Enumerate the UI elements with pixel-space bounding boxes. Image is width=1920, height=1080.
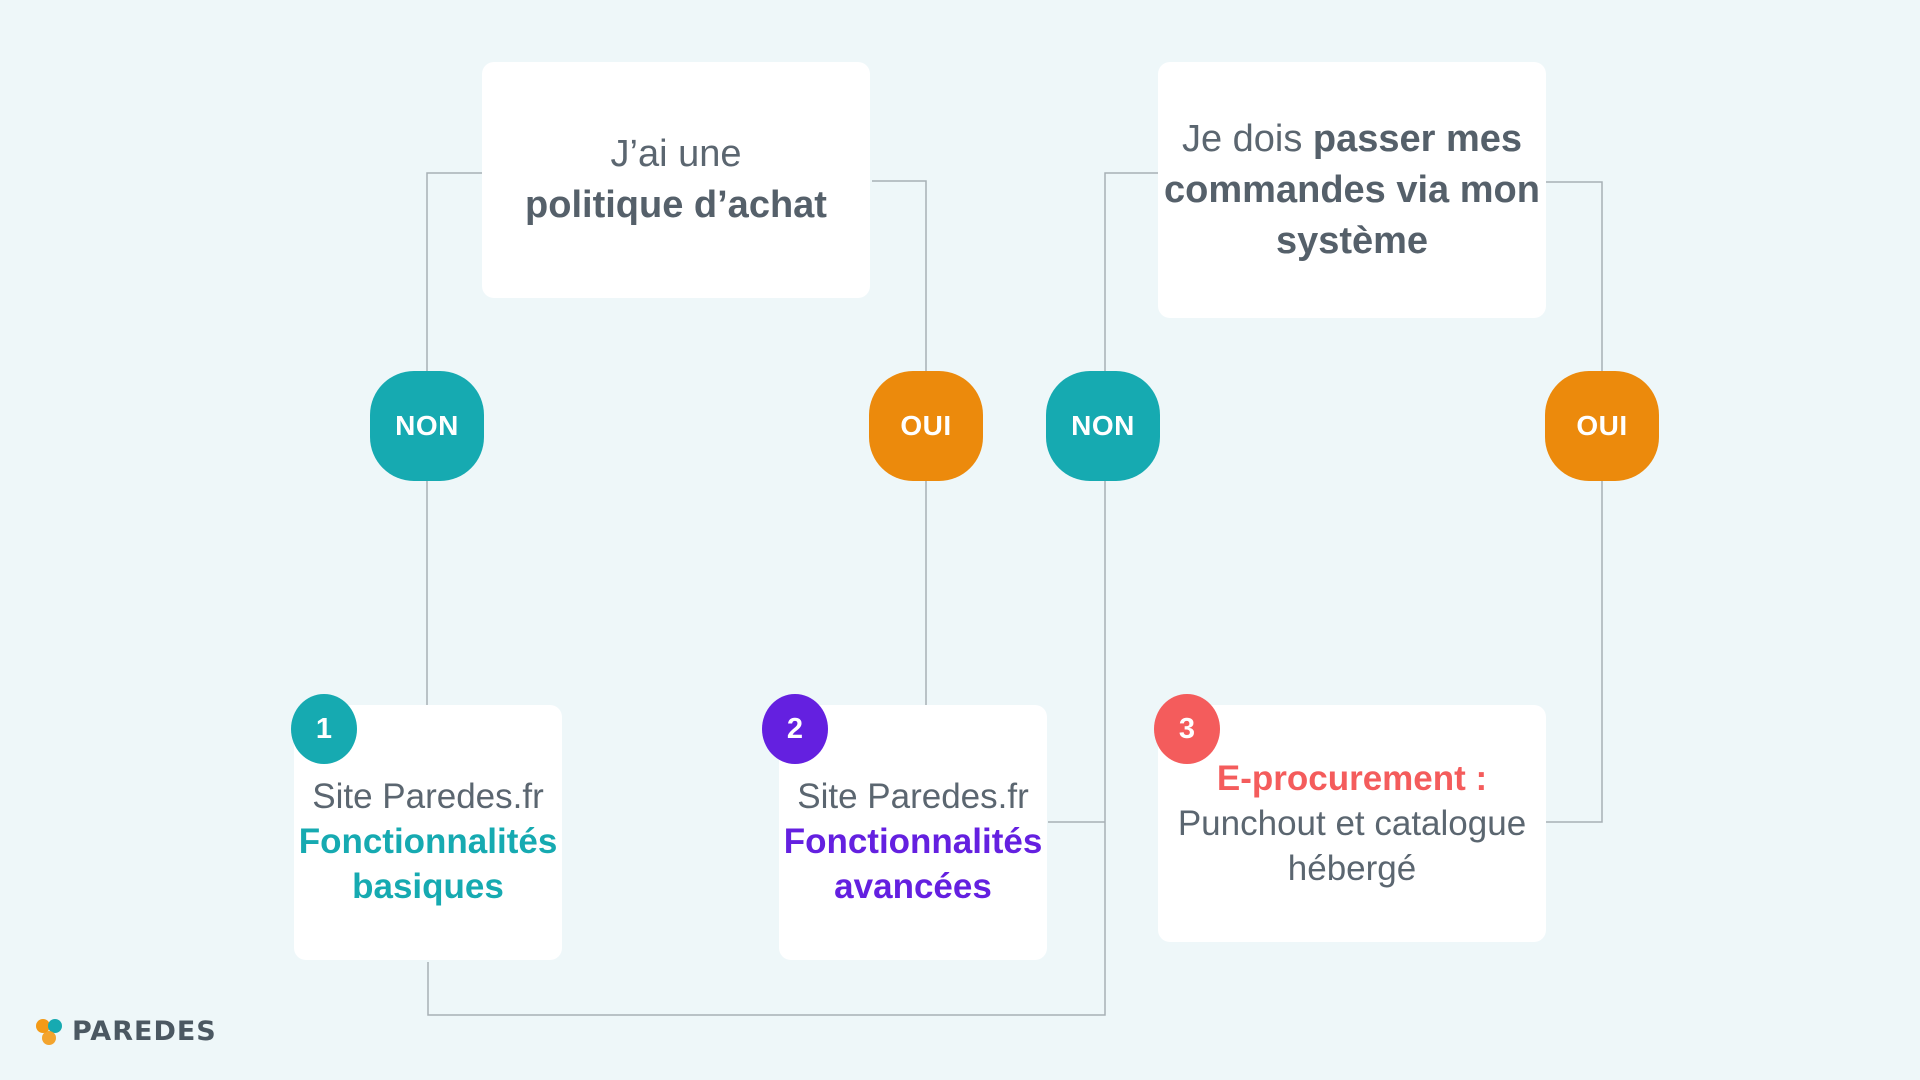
result-1-line-3: basiques	[352, 864, 504, 909]
answer-pill-q2-oui: OUI	[1545, 371, 1659, 481]
answer-pill-q1-non: NON	[370, 371, 484, 481]
paredes-logo-icon	[34, 1017, 64, 1047]
step-badge-1: 1	[291, 694, 357, 764]
paredes-logo: PAREDES	[34, 1016, 217, 1047]
result-3-line-2: Punchout et catalogue	[1178, 801, 1526, 846]
question-2-line-1-bold: passer mes	[1313, 118, 1522, 160]
result-2-line-2: Fonctionnalités	[784, 819, 1043, 864]
result-1-line-1: Site Paredes.fr	[312, 774, 544, 819]
question-1-line-1: J’ai une	[611, 129, 742, 180]
answer-pill-q1-oui: OUI	[869, 371, 983, 481]
result-3-line-3: hébergé	[1288, 846, 1416, 891]
question-1-line-2: politique d’achat	[525, 184, 827, 226]
step-badge-2: 2	[762, 694, 828, 764]
question-2-line-2: commandes via mon	[1164, 169, 1540, 211]
result-1-line-2: Fonctionnalités	[299, 819, 558, 864]
question-2-line-3: système	[1276, 220, 1428, 262]
result-2-line-3: avancées	[834, 864, 992, 909]
step-badge-3: 3	[1154, 694, 1220, 764]
result-3-line-1: E-procurement :	[1217, 756, 1487, 801]
question-box-order-system: Je dois passer mes commandes via mon sys…	[1158, 62, 1546, 318]
question-box-purchase-policy: J’ai une politique d’achat	[482, 62, 870, 298]
logo-text: PAREDES	[72, 1016, 217, 1047]
connector-q2-oui	[1546, 182, 1602, 822]
question-2-line-1-plain: Je dois	[1182, 118, 1313, 160]
result-2-line-1: Site Paredes.fr	[797, 774, 1029, 819]
answer-pill-q2-non: NON	[1046, 371, 1160, 481]
